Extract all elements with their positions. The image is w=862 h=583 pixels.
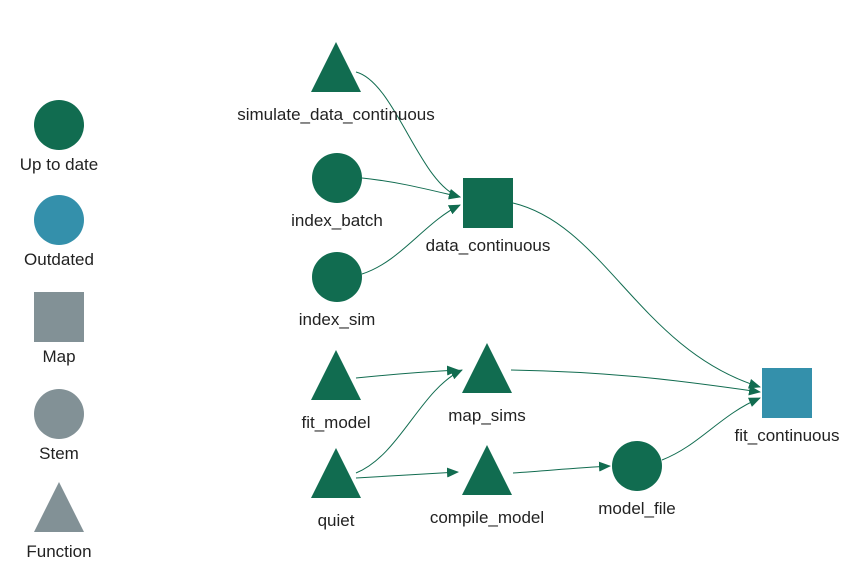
legend-label: Outdated	[24, 250, 94, 269]
node-label: quiet	[318, 511, 355, 530]
stem-legend-circle-icon	[34, 389, 84, 439]
node-label: index_sim	[299, 310, 376, 329]
legend-label: Stem	[39, 444, 79, 463]
node-index_sim[interactable]: index_sim	[299, 252, 376, 329]
legend-label: Up to date	[20, 155, 98, 174]
triangle-shape	[311, 448, 361, 498]
legend-item-up_to_date: Up to date	[20, 100, 98, 174]
legend-item-outdated: Outdated	[24, 195, 94, 269]
circle-shape	[312, 252, 362, 302]
triangle-shape	[462, 445, 512, 495]
node-data_continuous[interactable]: data_continuous	[426, 178, 551, 255]
square-shape	[762, 368, 812, 418]
legend-label: Map	[42, 347, 75, 366]
triangle-shape	[311, 350, 361, 400]
node-label: model_file	[598, 499, 676, 518]
edge-index_batch-to-data_continuous	[361, 177, 461, 200]
node-label: data_continuous	[426, 236, 551, 255]
edge-quiet-to-map_sims	[355, 369, 463, 474]
map-legend-square-icon	[34, 292, 84, 342]
edge-quiet-to-compile_model	[355, 467, 459, 479]
circle-shape	[612, 441, 662, 491]
edge-model_file-to-fit_continuous	[661, 397, 761, 461]
node-label: compile_model	[430, 508, 544, 527]
node-simulate_data_continuous[interactable]: simulate_data_continuous	[237, 42, 435, 124]
node-index_batch[interactable]: index_batch	[291, 153, 383, 230]
node-label: map_sims	[448, 406, 525, 425]
edge-fit_model-to-map_sims	[355, 365, 459, 379]
node-fit_model[interactable]: fit_model	[302, 350, 371, 432]
node-label: fit_model	[302, 413, 371, 432]
edge-simulate_data_continuous-to-data_continuous	[355, 71, 461, 199]
edge-data_continuous-to-fit_continuous	[512, 202, 761, 389]
edge-compile_model-to-model_file	[512, 461, 611, 474]
node-model_file[interactable]: model_file	[598, 441, 676, 518]
outdated-legend-circle-icon	[34, 195, 84, 245]
legend-label: Function	[26, 542, 91, 561]
function-legend-triangle-icon	[34, 482, 84, 532]
edge-map_sims-to-fit_continuous	[510, 369, 761, 396]
nodes-layer: simulate_data_continuous index_batchindex…	[237, 42, 839, 530]
triangle-shape	[462, 343, 512, 393]
node-quiet[interactable]: quiet	[311, 448, 361, 530]
node-compile_model[interactable]: compile_model	[430, 445, 544, 527]
edge-index_sim-to-data_continuous	[361, 204, 461, 275]
edges-layer	[355, 71, 761, 479]
node-label: simulate_data_continuous	[237, 105, 435, 124]
circle-shape	[312, 153, 362, 203]
node-map_sims[interactable]: map_sims	[448, 343, 526, 425]
triangle-shape	[311, 42, 361, 92]
up_to_date-legend-circle-icon	[34, 100, 84, 150]
node-label: fit_continuous	[735, 426, 840, 445]
square-shape	[463, 178, 513, 228]
legend-item-function: Function	[26, 482, 92, 561]
legend-item-stem: Stem	[34, 389, 84, 463]
legend-item-map: Map	[34, 292, 84, 366]
node-label: index_batch	[291, 211, 383, 230]
node-fit_continuous[interactable]: fit_continuous	[735, 368, 840, 445]
